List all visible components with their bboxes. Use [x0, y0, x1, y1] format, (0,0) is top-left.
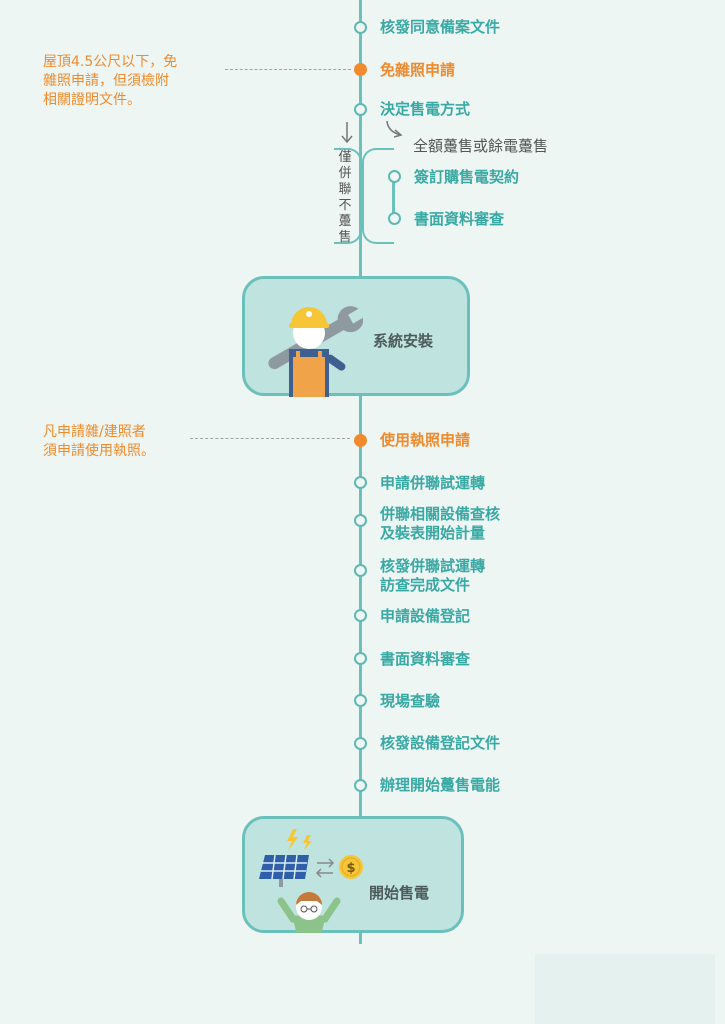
step-document-review-2: 書面資料審查: [380, 650, 471, 668]
worker-with-wrench-icon: [268, 306, 363, 397]
flow-line-top: [359, 0, 362, 278]
note-roof-exemption: 屋頂4.5公尺以下，免 雜照申請，但須檢附 相關證明文件。: [43, 53, 177, 110]
step-node: [354, 103, 367, 116]
step-document-review: 書面資料審查: [414, 210, 505, 228]
step-node: [354, 652, 367, 665]
start-selling-box: $ 開始售電: [242, 816, 464, 933]
step-line: 併聯相關設備查核: [380, 505, 501, 523]
background-block: [535, 954, 715, 1024]
flow-line-bottom: [359, 930, 362, 944]
step-node: [354, 564, 367, 577]
branch-step-node: [388, 170, 401, 183]
svg-text:$: $: [346, 861, 355, 876]
branch-bracket-left-rail: [362, 148, 394, 244]
grid-only-vertical-label: 僅併聯不躉售: [338, 150, 352, 245]
step-line: 及裝表開始計量: [380, 524, 486, 542]
step-use-license-application: 使用執照申請: [380, 431, 471, 449]
note-connector-dotted: [225, 69, 351, 70]
branch-step-node: [388, 212, 401, 225]
step-node: [354, 737, 367, 750]
branch-bracket: [334, 148, 362, 244]
step-line: 核發併聯試運轉: [380, 557, 486, 575]
step-node: [354, 779, 367, 792]
step-node-highlight: [354, 63, 367, 76]
solar-sale-illustration: $: [259, 829, 363, 933]
step-start-wholesale: 辦理開始躉售電能: [380, 776, 501, 794]
step-apply-grid-trial: 申請併聯試運轉: [380, 474, 486, 492]
system-install-label: 系統安裝: [373, 332, 434, 350]
step-node: [354, 514, 367, 527]
step-registration-doc: 核發設備登記文件: [380, 734, 501, 752]
branch-rail: [392, 175, 395, 221]
note-line: 須申請使用執照。: [43, 443, 155, 459]
note-line: 屋頂4.5公尺以下，免: [43, 54, 178, 70]
start-selling-label: 開始售電: [369, 884, 430, 902]
step-node: [354, 21, 367, 34]
note-line: 凡申請雜/建照者: [43, 424, 146, 440]
step-site-inspection: 現場查驗: [380, 692, 441, 710]
step-line: 訪查完成文件: [380, 576, 471, 594]
branch-sale-type-label: 全額躉售或餘電躉售: [413, 137, 549, 155]
note-line: 雜照申請，但須檢附: [43, 73, 169, 89]
note-connector-dotted: [190, 438, 350, 439]
step-exempt-misc-permit: 免雜照申請: [380, 61, 456, 79]
down-arrow-icon: [341, 122, 353, 144]
step-node: [354, 609, 367, 622]
note-line: 相關證明文件。: [43, 92, 141, 108]
step-node: [354, 694, 367, 707]
step-decide-sale-method: 決定售電方式: [380, 100, 471, 118]
step-equipment-check: 併聯相關設備查核 及裝表開始計量: [380, 505, 500, 543]
happy-person-icon: [277, 892, 341, 933]
step-sign-ppa: 簽訂購售電契約: [414, 168, 520, 186]
step-approval-filing-doc: 核發同意備案文件: [380, 18, 501, 36]
exchange-arrows-icon: [315, 858, 335, 878]
curved-arrow-icon: [386, 120, 403, 138]
step-node-highlight: [354, 434, 367, 447]
step-apply-equipment-registration: 申請設備登記: [380, 607, 471, 625]
system-install-box: 系統安裝: [242, 276, 470, 397]
solar-panel-icon: [259, 854, 309, 887]
lightning-icon: [287, 829, 312, 851]
step-trial-inspection-doc: 核發併聯試運轉 訪查完成文件: [380, 557, 485, 595]
step-node: [354, 476, 367, 489]
coin-dollar-icon: $: [339, 855, 363, 879]
note-use-license: 凡申請雜/建照者 須申請使用執照。: [43, 423, 155, 461]
flow-line-middle: [359, 394, 362, 818]
